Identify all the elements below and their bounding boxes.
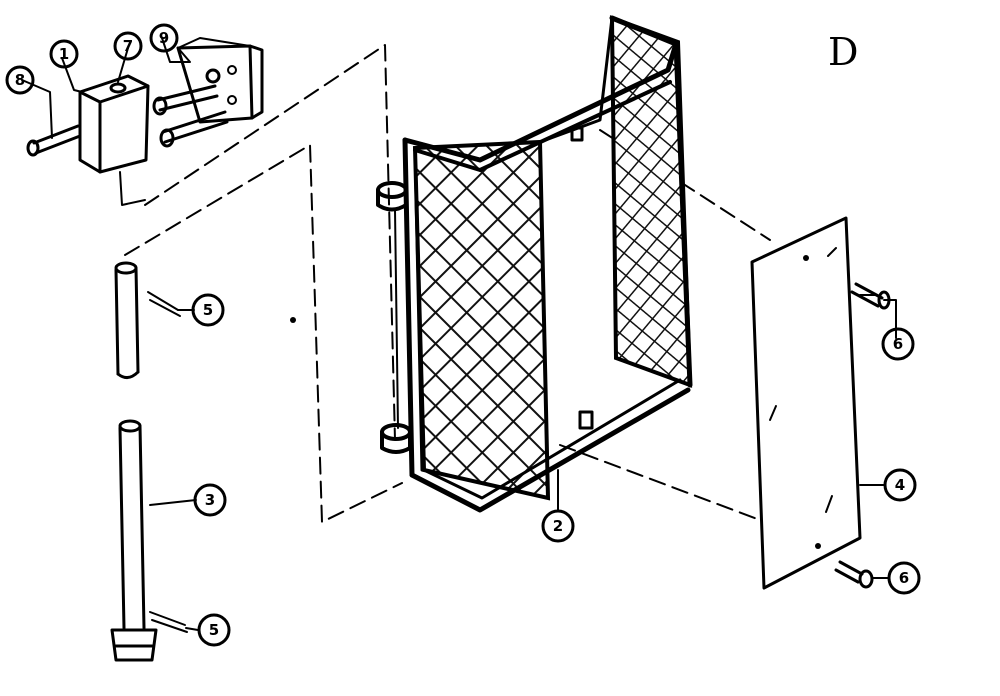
callout-7: 7 [113,31,143,61]
callout-9: 9 [149,23,179,53]
callout-2: 2 [541,509,575,543]
upper-pin [114,261,181,379]
svg-text:3: 3 [205,491,215,509]
bracket-back-plate [176,44,254,124]
svg-text:9: 9 [159,29,169,47]
svg-text:5: 5 [203,301,213,319]
callout-4: 4 [883,468,917,502]
callout-5-upper: 5 [191,293,225,327]
svg-text:6: 6 [899,569,909,587]
callout-8: 8 [5,65,35,95]
callout-6-upper: 6 [881,327,915,361]
svg-text:4: 4 [895,476,905,494]
side-panel [750,216,862,590]
mesh-screen-frame [376,15,693,513]
svg-text:1: 1 [59,45,69,63]
svg-text:7: 7 [123,37,133,55]
svg-text:2: 2 [553,517,563,535]
svg-text:6: 6 [893,335,903,353]
wall-bracket-assembly [26,44,264,206]
svg-text:8: 8 [15,71,25,89]
callout-1: 1 [49,39,79,69]
callout-3: 3 [193,483,227,517]
callout-5-lower: 5 [197,613,231,647]
support-post [110,419,188,662]
svg-text:5: 5 [209,621,219,639]
figure-label: D [828,30,859,74]
callout-6-lower: 6 [887,561,921,595]
panel-screw-bottom [834,560,874,589]
hinge-block [78,74,150,174]
